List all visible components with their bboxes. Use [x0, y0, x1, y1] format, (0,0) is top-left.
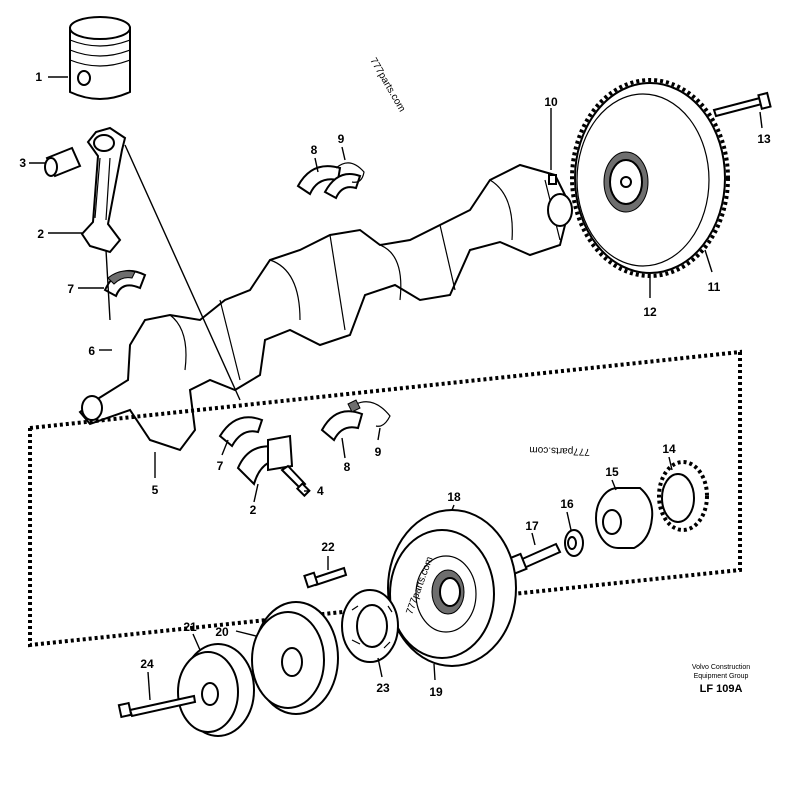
callout-9b: 9: [375, 445, 382, 459]
pulley-bolt-short: [303, 566, 348, 589]
callout-19: 19: [429, 685, 443, 699]
callout-7: 7: [67, 282, 74, 296]
callout-10: 10: [544, 95, 558, 109]
callout-17: 17: [525, 519, 539, 533]
main-bearing-shell-lower: [320, 399, 391, 442]
crankshaft: [78, 163, 573, 452]
callout-2: 2: [37, 227, 44, 241]
callout-12: 12: [643, 305, 657, 319]
pulley-small: [177, 643, 255, 737]
callout-16: 16: [560, 497, 574, 511]
callout-2b: 2: [250, 503, 257, 517]
callout-4: 4: [317, 484, 324, 498]
callout-6: 6: [88, 344, 95, 358]
main-bearing-shell: [296, 165, 362, 200]
callout-20: 20: [215, 625, 229, 639]
flywheel-bolt: [712, 91, 772, 118]
pulley-large: [251, 601, 339, 715]
bearing-shell: [103, 270, 147, 298]
rod-bearing-shell: [218, 416, 294, 486]
company-credit: Volvo Construction Equipment Group: [676, 663, 766, 681]
callout-14: 14: [662, 442, 676, 456]
spacer-ring: [341, 589, 399, 663]
diagram-code: LF 109A: [699, 683, 743, 695]
watermark: 777parts.com: [529, 444, 590, 457]
callout-8b: 8: [344, 460, 351, 474]
washer: [564, 529, 584, 557]
pulley-bolt-long: [117, 694, 197, 719]
vibration-damper: [387, 509, 517, 667]
rod-bolt: [280, 464, 311, 498]
callout-1: 1: [35, 70, 42, 84]
callout-9: 9: [338, 132, 345, 146]
callout-7b: 7: [217, 459, 224, 473]
callout-21: 21: [183, 620, 197, 634]
callout-15: 15: [605, 465, 619, 479]
assembly-boundary: [28, 349, 742, 648]
callout-3: 3: [19, 156, 26, 170]
thrust-washer: [335, 162, 365, 183]
crankshaft-hub: [595, 487, 654, 549]
callout-8: 8: [311, 143, 318, 157]
connecting-rod: [80, 126, 127, 254]
callout-5: 5: [152, 483, 159, 497]
crankshaft-gear: [657, 460, 709, 532]
callout-18: 18: [447, 490, 461, 504]
callout-22: 22: [321, 540, 335, 554]
company-line-2: Equipment Group: [693, 673, 749, 680]
piston: [69, 16, 131, 100]
damper-bolt: [506, 542, 562, 576]
callout-labels: 1 3 2 7 8 9 10 13 11 12 6 5 7 4 2 8 9 14…: [19, 70, 771, 699]
flywheel: [574, 82, 726, 274]
callout-11: 11: [708, 280, 721, 294]
leader-lines: [29, 76, 763, 701]
callout-24: 24: [140, 657, 154, 671]
callout-23: 23: [376, 681, 390, 695]
piston-pin: [44, 146, 82, 178]
callout-13: 13: [757, 132, 771, 146]
company-line-1: Volvo Construction: [691, 664, 751, 671]
watermark: 777parts.com: [367, 56, 407, 114]
